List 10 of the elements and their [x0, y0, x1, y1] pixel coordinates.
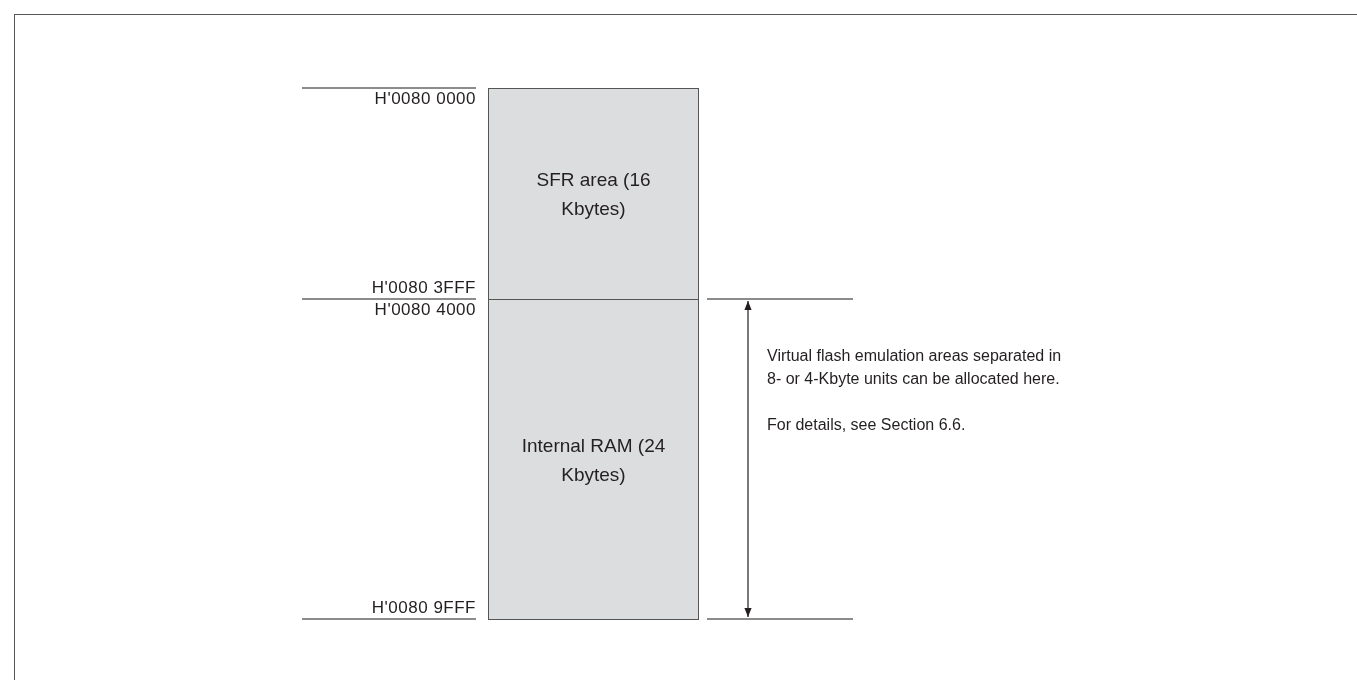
note-text: For details, see Section 6.6.: [767, 416, 966, 433]
region-label: SFR area (16 Kbytes): [535, 168, 652, 221]
note-text: Virtual flash emulation areas separated in 8- or 4-Kbyte units can be allocated here.: [767, 347, 1062, 387]
address-label: H'0080 3FFF: [371, 278, 476, 297]
memory-region: [488, 299, 699, 620]
address-label: H'0080 9FFF: [371, 598, 476, 617]
address-label: H'0080 0000: [374, 89, 476, 108]
address-label: H'0080 4000: [374, 300, 476, 319]
region-label: Internal RAM (24 Kbytes): [520, 433, 667, 487]
memory-region: [488, 88, 699, 300]
